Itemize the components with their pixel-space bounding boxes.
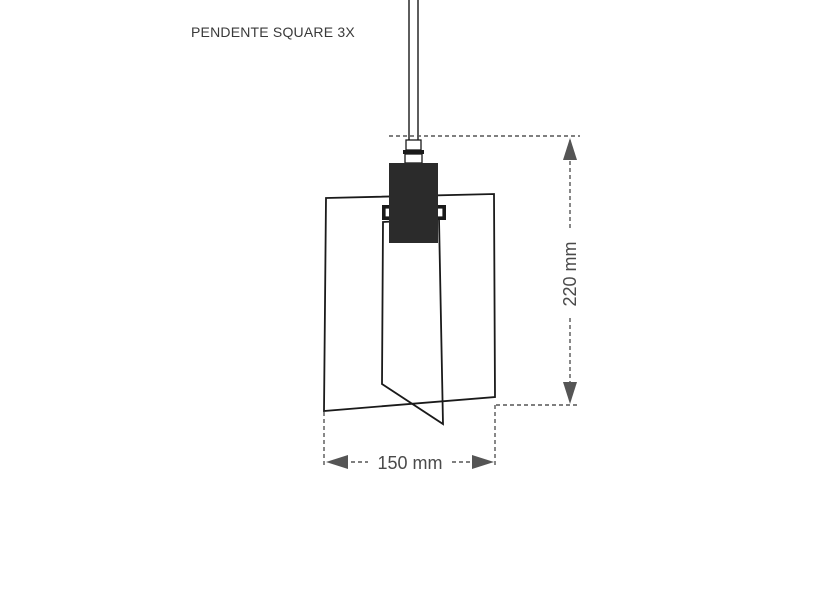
width-arrow-right bbox=[472, 455, 494, 469]
suspension-cord bbox=[408, 0, 419, 142]
product-title: PENDENTE SQUARE 3X bbox=[191, 24, 355, 40]
lamp-socket bbox=[389, 163, 438, 243]
height-arrow-top bbox=[563, 138, 577, 160]
width-dimension bbox=[323, 405, 496, 469]
cord-connector bbox=[403, 139, 424, 164]
height-arrow-bottom bbox=[563, 382, 577, 404]
height-label: 220 mm bbox=[560, 241, 580, 306]
width-arrow-left bbox=[326, 455, 348, 469]
width-label: 150 mm bbox=[377, 453, 442, 473]
shade-panel-inner bbox=[381, 218, 444, 426]
height-dimension bbox=[389, 135, 580, 406]
